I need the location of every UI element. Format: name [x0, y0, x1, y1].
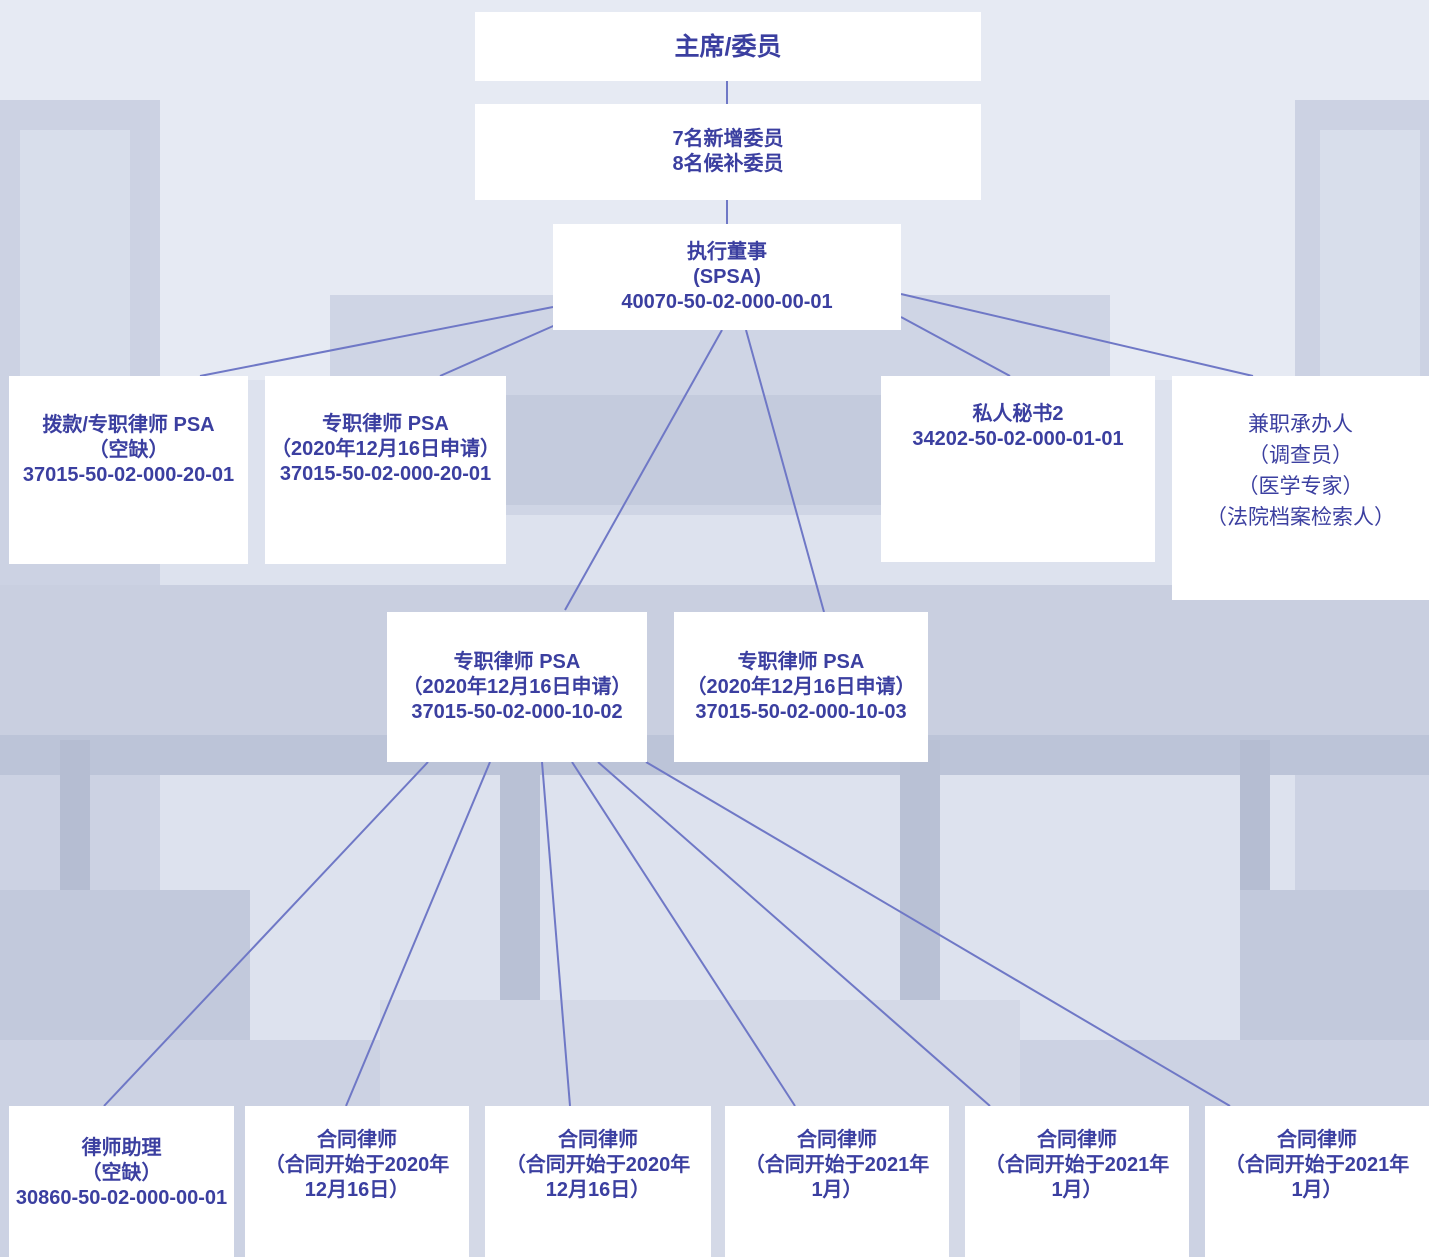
staff-attorney-psa-2001-node: 专职律师 PSA （2020年12月16日申请） 37015-50-02-000-2… — [265, 376, 506, 564]
contract-5-line-3: 1月） — [1291, 1179, 1343, 1201]
psa-1002-line-3: 37015-50-02-000-10-02 — [411, 700, 623, 723]
contract-1-line-1: 合同律师 — [317, 1129, 397, 1151]
contractor-line-1: 兼职承办人 — [1248, 413, 1353, 436]
chair-line-1: 主席/委员 — [674, 32, 782, 61]
grant-attorney-line-2: （空缺） — [88, 439, 169, 461]
contractor-line-3: （医学专家） — [1237, 475, 1364, 498]
connector-exec-secretary — [900, 316, 1011, 377]
psa-2001-line-1: 专职律师 PSA — [322, 413, 449, 435]
contract-1-line-2: （合同开始于2020年 — [264, 1154, 450, 1176]
staff-attorney-psa-1002-node: 专职律师 PSA（2020年12月16日申请）37015-50-02-000-1… — [387, 612, 647, 762]
contract-1-line-3: 12月16日） — [304, 1179, 410, 1201]
members-line-2: 8名候补委员 — [672, 153, 784, 175]
contract-3-line-3: 1月） — [811, 1179, 863, 1201]
contract-attorney-node-1: 合同律师 （合同开始于2020年 12月16日） — [245, 1106, 469, 1257]
connector-psa1002-contract5 — [645, 761, 1231, 1107]
paralegal-line-2: （空缺） — [81, 1162, 162, 1184]
paralegal-line-1: 律师助理 — [81, 1137, 162, 1159]
connector-psa1002-paralegal — [103, 761, 429, 1107]
chair-node: 主席/委员 — [475, 12, 981, 81]
staff-attorney-psa-1003-node: 专职律师 PSA（2020年12月16日申请）37015-50-02-000-1… — [674, 612, 928, 762]
psa-1002-line-2: （2020年12月16日申请） — [402, 675, 632, 698]
contractor-line-4: （法院档案检索人） — [1206, 506, 1395, 529]
contract-3-line-1: 合同律师 — [797, 1129, 877, 1151]
paralegal-line-3: 30860-50-02-000-00-01 — [15, 1187, 228, 1209]
psa-1003-line-3: 37015-50-02-000-10-03 — [695, 700, 907, 723]
new-members-node: 7名新增委员 8名候补委员 — [475, 104, 981, 200]
connector-psa1002-contract4 — [597, 761, 991, 1107]
psa-2001-line-2: （2020年12月16日申请） — [271, 438, 500, 460]
exec-line-3: 40070-50-02-000-00-01 — [621, 290, 833, 313]
secretary-line-2: 34202-50-02-000-01-01 — [912, 428, 1124, 450]
contract-attorney-node-4: 合同律师 （合同开始于2021年 1月） — [965, 1106, 1189, 1257]
contract-2-line-2: （合同开始于2020年 — [505, 1154, 691, 1176]
psa-1003-line-1: 专职律师 PSA — [737, 650, 865, 673]
contractor-line-2: （调查员） — [1248, 444, 1353, 467]
paralegal-node: 律师助理 （空缺） 30860-50-02-000-00-01 — [9, 1106, 234, 1257]
contract-attorney-node-2: 合同律师 （合同开始于2020年 12月16日） — [485, 1106, 711, 1257]
contract-4-line-3: 1月） — [1051, 1179, 1103, 1201]
contract-5-line-1: 合同律师 — [1277, 1129, 1357, 1151]
members-line-1: 7名新增委员 — [672, 128, 784, 150]
contract-4-line-2: （合同开始于2021年 — [984, 1154, 1170, 1176]
connector-psa1002-contract2 — [541, 761, 571, 1107]
connector-exec-grant — [199, 306, 554, 377]
private-secretary-node: 私人秘书2 34202-50-02-000-01-01 — [881, 376, 1155, 562]
contract-4-line-1: 合同律师 — [1037, 1129, 1117, 1151]
psa-2001-line-3: 37015-50-02-000-20-01 — [279, 463, 492, 485]
psa-1003-line-2: （2020年12月16日申请） — [686, 675, 916, 698]
part-time-contractor-node: 兼职承办人 （调查员） （医学专家） （法院档案检索人） — [1172, 376, 1429, 600]
grant-attorney-node: 拨款/专职律师 PSA （空缺） 37015-50-02-000-20-01 — [9, 376, 248, 564]
contract-3-line-2: （合同开始于2021年 — [744, 1154, 930, 1176]
connector-exec-psa2001 — [439, 322, 561, 377]
exec-line-1: 执行董事 — [687, 240, 767, 263]
contract-5-line-2: （合同开始于2021年 — [1224, 1154, 1410, 1176]
contract-attorney-node-3: 合同律师 （合同开始于2021年 1月） — [725, 1106, 949, 1257]
exec-line-2: (SPSA) — [693, 265, 761, 288]
secretary-line-1: 私人秘书2 — [972, 403, 1064, 425]
grant-attorney-line-1: 拨款/专职律师 PSA — [42, 414, 215, 436]
grant-attorney-line-3: 37015-50-02-000-20-01 — [22, 464, 235, 486]
executive-director-node: 执行董事(SPSA)40070-50-02-000-00-01 — [553, 224, 901, 330]
contract-attorney-node-5: 合同律师 （合同开始于2021年 1月） — [1205, 1106, 1429, 1257]
contract-2-line-3: 12月16日） — [545, 1179, 651, 1201]
connector-psa1002-contract3 — [571, 761, 796, 1107]
connector-psa1002-contract1 — [345, 761, 491, 1107]
connector-exec-psa1003 — [745, 329, 825, 613]
connector-exec-psa1002 — [564, 329, 723, 611]
contract-2-line-1: 合同律师 — [558, 1129, 638, 1151]
connector-exec-contractor — [900, 293, 1254, 377]
psa-1002-line-1: 专职律师 PSA — [453, 650, 581, 673]
